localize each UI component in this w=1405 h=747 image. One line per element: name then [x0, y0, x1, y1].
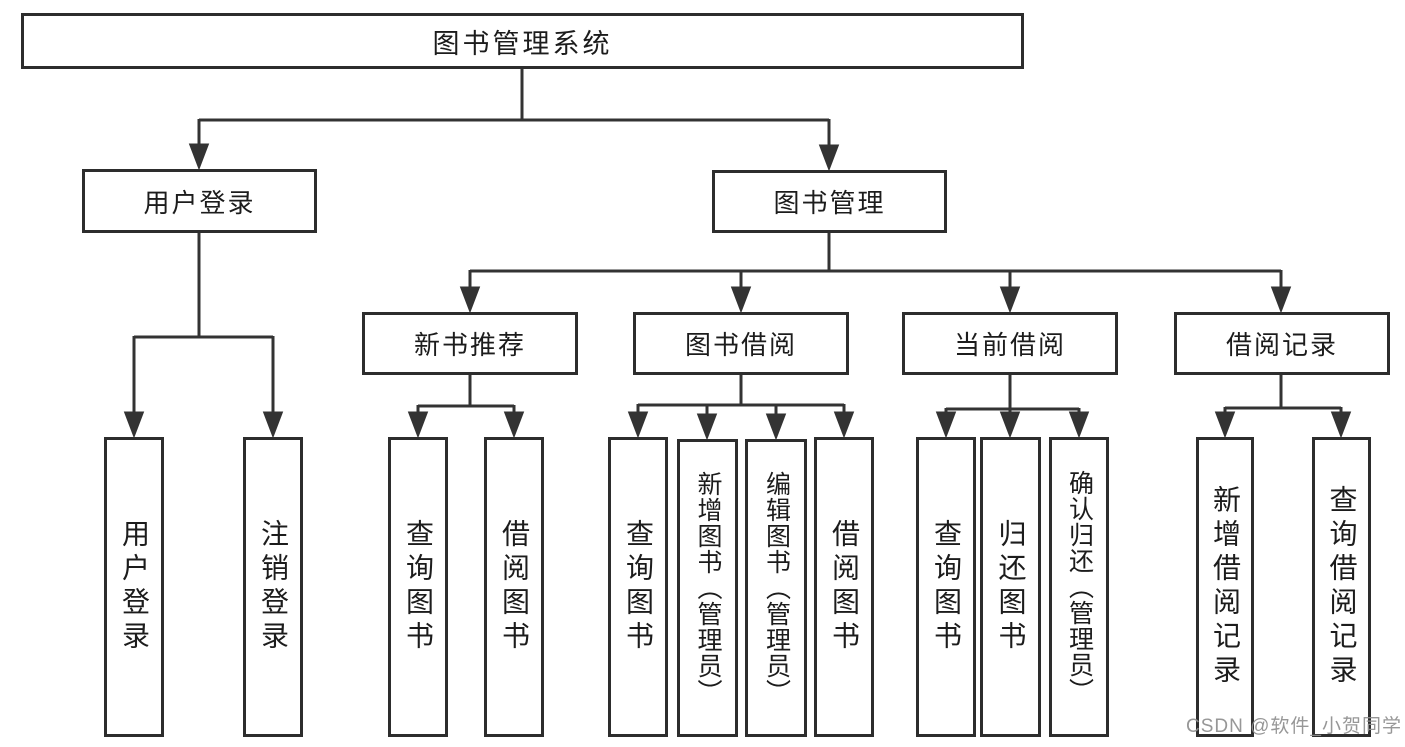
leaf-label: 归还图书: [995, 519, 1027, 655]
arrowhead-current-borrow: [999, 286, 1021, 314]
arrowhead-leaf: [407, 411, 429, 439]
csdn-watermark: CSDN @软件_小贺同学: [1186, 716, 1402, 737]
arrowhead-leaf: [503, 411, 525, 439]
node-current-borrow: 当前借阅: [902, 312, 1118, 375]
leaf-query-book-current: 查询图书: [916, 437, 976, 737]
node-label: 图书管理: [773, 188, 886, 218]
leaf-return-book: 归还图书: [980, 437, 1041, 737]
node-book-borrow: 图书借阅: [633, 312, 849, 375]
leaf-label: 查询图书: [623, 519, 654, 655]
node-root-library-system: 图书管理系统: [21, 13, 1024, 69]
leaf-label: 查询图书: [931, 519, 962, 655]
arrowhead-leaf: [999, 411, 1021, 439]
leaf-label: 查询图书: [403, 519, 434, 655]
leaf-label: 新增图书（管理员）: [694, 471, 722, 705]
node-book-management: 图书管理: [712, 170, 947, 233]
arrowhead-user-login: [188, 143, 210, 171]
arrowhead-leaf: [696, 413, 718, 441]
leaf-label: 查询借阅记录: [1326, 485, 1358, 689]
node-user-login: 用户登录: [82, 169, 317, 233]
arrowhead-new-book: [459, 286, 481, 314]
leaf-label: 确认归还（管理员）: [1065, 470, 1094, 704]
leaf-query-book-borrow: 查询图书: [608, 437, 668, 737]
leaf-add-book-admin: 新增图书（管理员）: [677, 439, 738, 737]
leaf-user-login: 用户登录: [104, 437, 164, 737]
arrowhead-leaf: [1068, 411, 1090, 439]
node-label: 图书借阅: [684, 330, 797, 360]
arrowhead-leaf: [627, 411, 649, 439]
arrowhead-leaf: [935, 411, 957, 439]
leaf-borrow-book-recommend: 借阅图书: [484, 437, 544, 737]
node-new-book-recommend: 新书推荐: [362, 312, 578, 375]
arrowhead-book-borrow: [730, 286, 752, 314]
leaf-logout: 注销登录: [243, 437, 303, 737]
node-label: 用户登录: [143, 187, 256, 218]
leaf-label: 借阅图书: [499, 519, 530, 655]
node-borrow-record: 借阅记录: [1174, 312, 1390, 375]
arrowhead-leaf: [1214, 411, 1236, 439]
leaf-label: 新增借阅记录: [1210, 485, 1241, 689]
leaf-query-borrow-record: 查询借阅记录: [1312, 437, 1371, 737]
arrowhead-leaf: [1330, 411, 1352, 439]
leaf-query-book-recommend: 查询图书: [388, 437, 448, 737]
leaf-label: 借阅图书: [829, 519, 860, 655]
node-label: 借阅记录: [1225, 330, 1338, 360]
node-label: 图书管理系统: [432, 28, 613, 59]
leaf-confirm-return-admin: 确认归还（管理员）: [1049, 437, 1109, 737]
arrowhead-book-management: [818, 144, 840, 172]
leaf-label: 用户登录: [119, 519, 150, 655]
leaf-add-borrow-record: 新增借阅记录: [1196, 437, 1254, 737]
leaf-label: 注销登录: [258, 519, 289, 655]
arrowhead-leaf-logout: [262, 411, 284, 439]
arrowhead-leaf: [765, 413, 787, 441]
leaf-borrow-book: 借阅图书: [814, 437, 874, 737]
arrowhead-borrow-record: [1270, 286, 1292, 314]
leaf-label: 编辑图书（管理员）: [762, 471, 791, 705]
node-label: 当前借阅: [953, 330, 1066, 360]
arrowhead-leaf-user-login: [123, 411, 145, 439]
arrowhead-leaf: [833, 411, 855, 439]
leaf-edit-book-admin: 编辑图书（管理员）: [745, 439, 807, 737]
node-label: 新书推荐: [413, 330, 526, 360]
